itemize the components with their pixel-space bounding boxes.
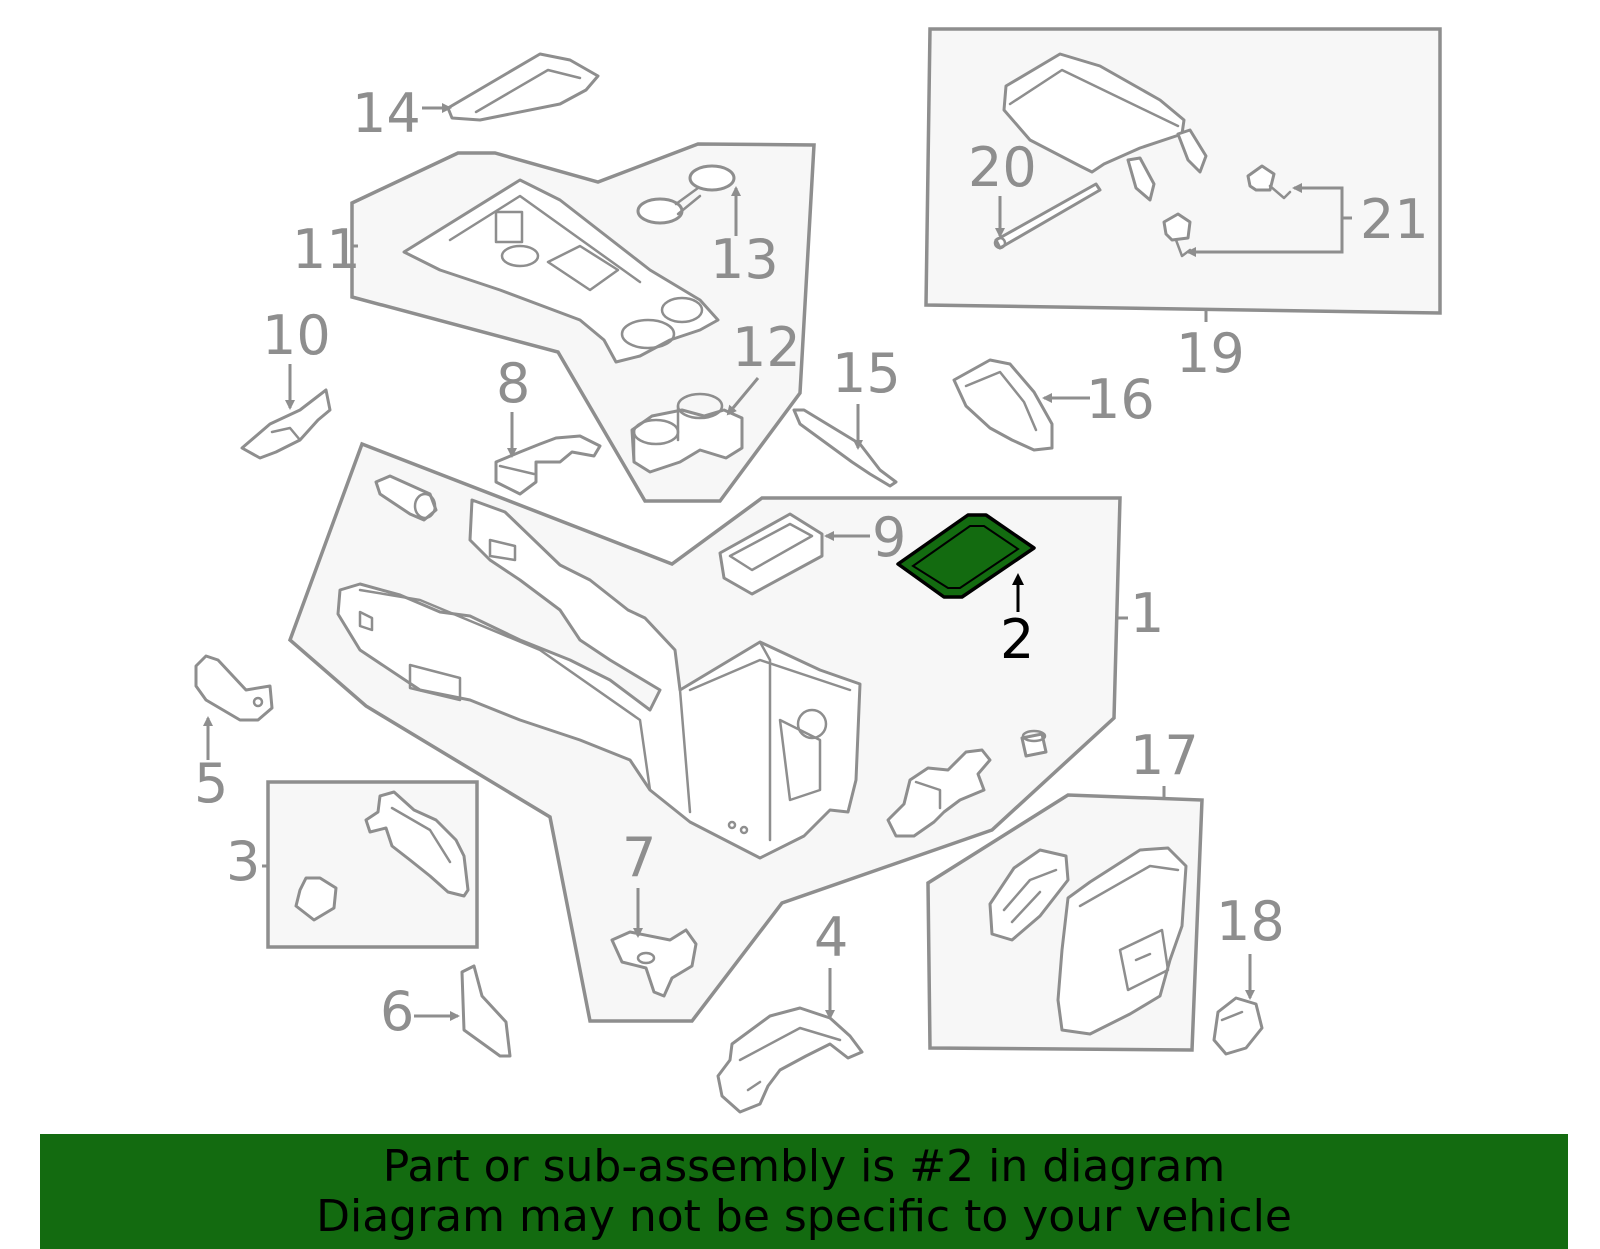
console-bracket-part	[886, 748, 992, 838]
storage-tray-part	[718, 512, 824, 596]
console-body-part	[336, 498, 862, 860]
callout-17: 17	[1130, 724, 1199, 787]
callout-21: 21	[1360, 188, 1429, 251]
armrest-lid-part	[1002, 52, 1208, 202]
leader-12	[726, 377, 760, 416]
callout-20: 20	[968, 136, 1037, 199]
callout-11: 11	[292, 218, 361, 281]
rear-panel-part	[1056, 846, 1188, 1036]
callout-4: 4	[814, 906, 848, 969]
bracket-part-10	[240, 388, 332, 460]
notice-line-disclaimer: Diagram may not be specific to your vehi…	[316, 1191, 1292, 1242]
leader-21	[1198, 186, 1352, 254]
callout-15: 15	[832, 342, 901, 405]
callout-19: 19	[1176, 322, 1245, 385]
bracket-part-4	[716, 1006, 864, 1114]
bracket-part-8	[494, 434, 602, 496]
shift-knob-part	[374, 474, 438, 522]
callout-12: 12	[732, 316, 801, 379]
cover-part-16	[952, 358, 1054, 452]
cup-holder-part	[630, 392, 744, 474]
clip-part-18	[1212, 996, 1264, 1056]
rod-part-15	[792, 408, 898, 488]
callout-2: 2	[1000, 608, 1034, 671]
notice-banner: Part or sub-assembly is #2 in diagram Di…	[40, 1134, 1568, 1249]
callout-3: 3	[226, 830, 260, 893]
callout-6: 6	[380, 980, 414, 1043]
latch-part-21-lower	[1162, 212, 1192, 258]
notice-line-part-number: Part or sub-assembly is #2 in diagram	[382, 1141, 1226, 1192]
callout-8: 8	[496, 352, 530, 415]
panel-part-6	[460, 964, 512, 1058]
bracket-part-3-large	[364, 790, 470, 898]
armrest-hinge-rod-part	[993, 182, 1102, 250]
upper-console-trim-part	[402, 178, 720, 364]
callout-16: 16	[1086, 368, 1155, 431]
cup-holder-insert-part	[636, 164, 736, 225]
latch-part-21-upper	[1246, 164, 1292, 200]
console-cap-part	[1020, 729, 1048, 758]
callout-10: 10	[262, 304, 331, 367]
callout-1: 1	[1130, 582, 1164, 645]
cover-part-5	[194, 654, 274, 722]
highlighted-mat-part-2	[896, 513, 1036, 599]
callout-9: 9	[872, 506, 906, 569]
callout-14: 14	[352, 82, 421, 145]
trim-piece-part-14	[446, 52, 600, 122]
callout-18: 18	[1216, 890, 1285, 953]
bracket-part-7	[610, 928, 698, 998]
vent-part-17	[988, 848, 1070, 942]
callout-5: 5	[194, 752, 228, 815]
bracket-part-3-small	[294, 876, 338, 922]
callout-7: 7	[622, 826, 656, 889]
callout-13: 13	[710, 228, 779, 291]
